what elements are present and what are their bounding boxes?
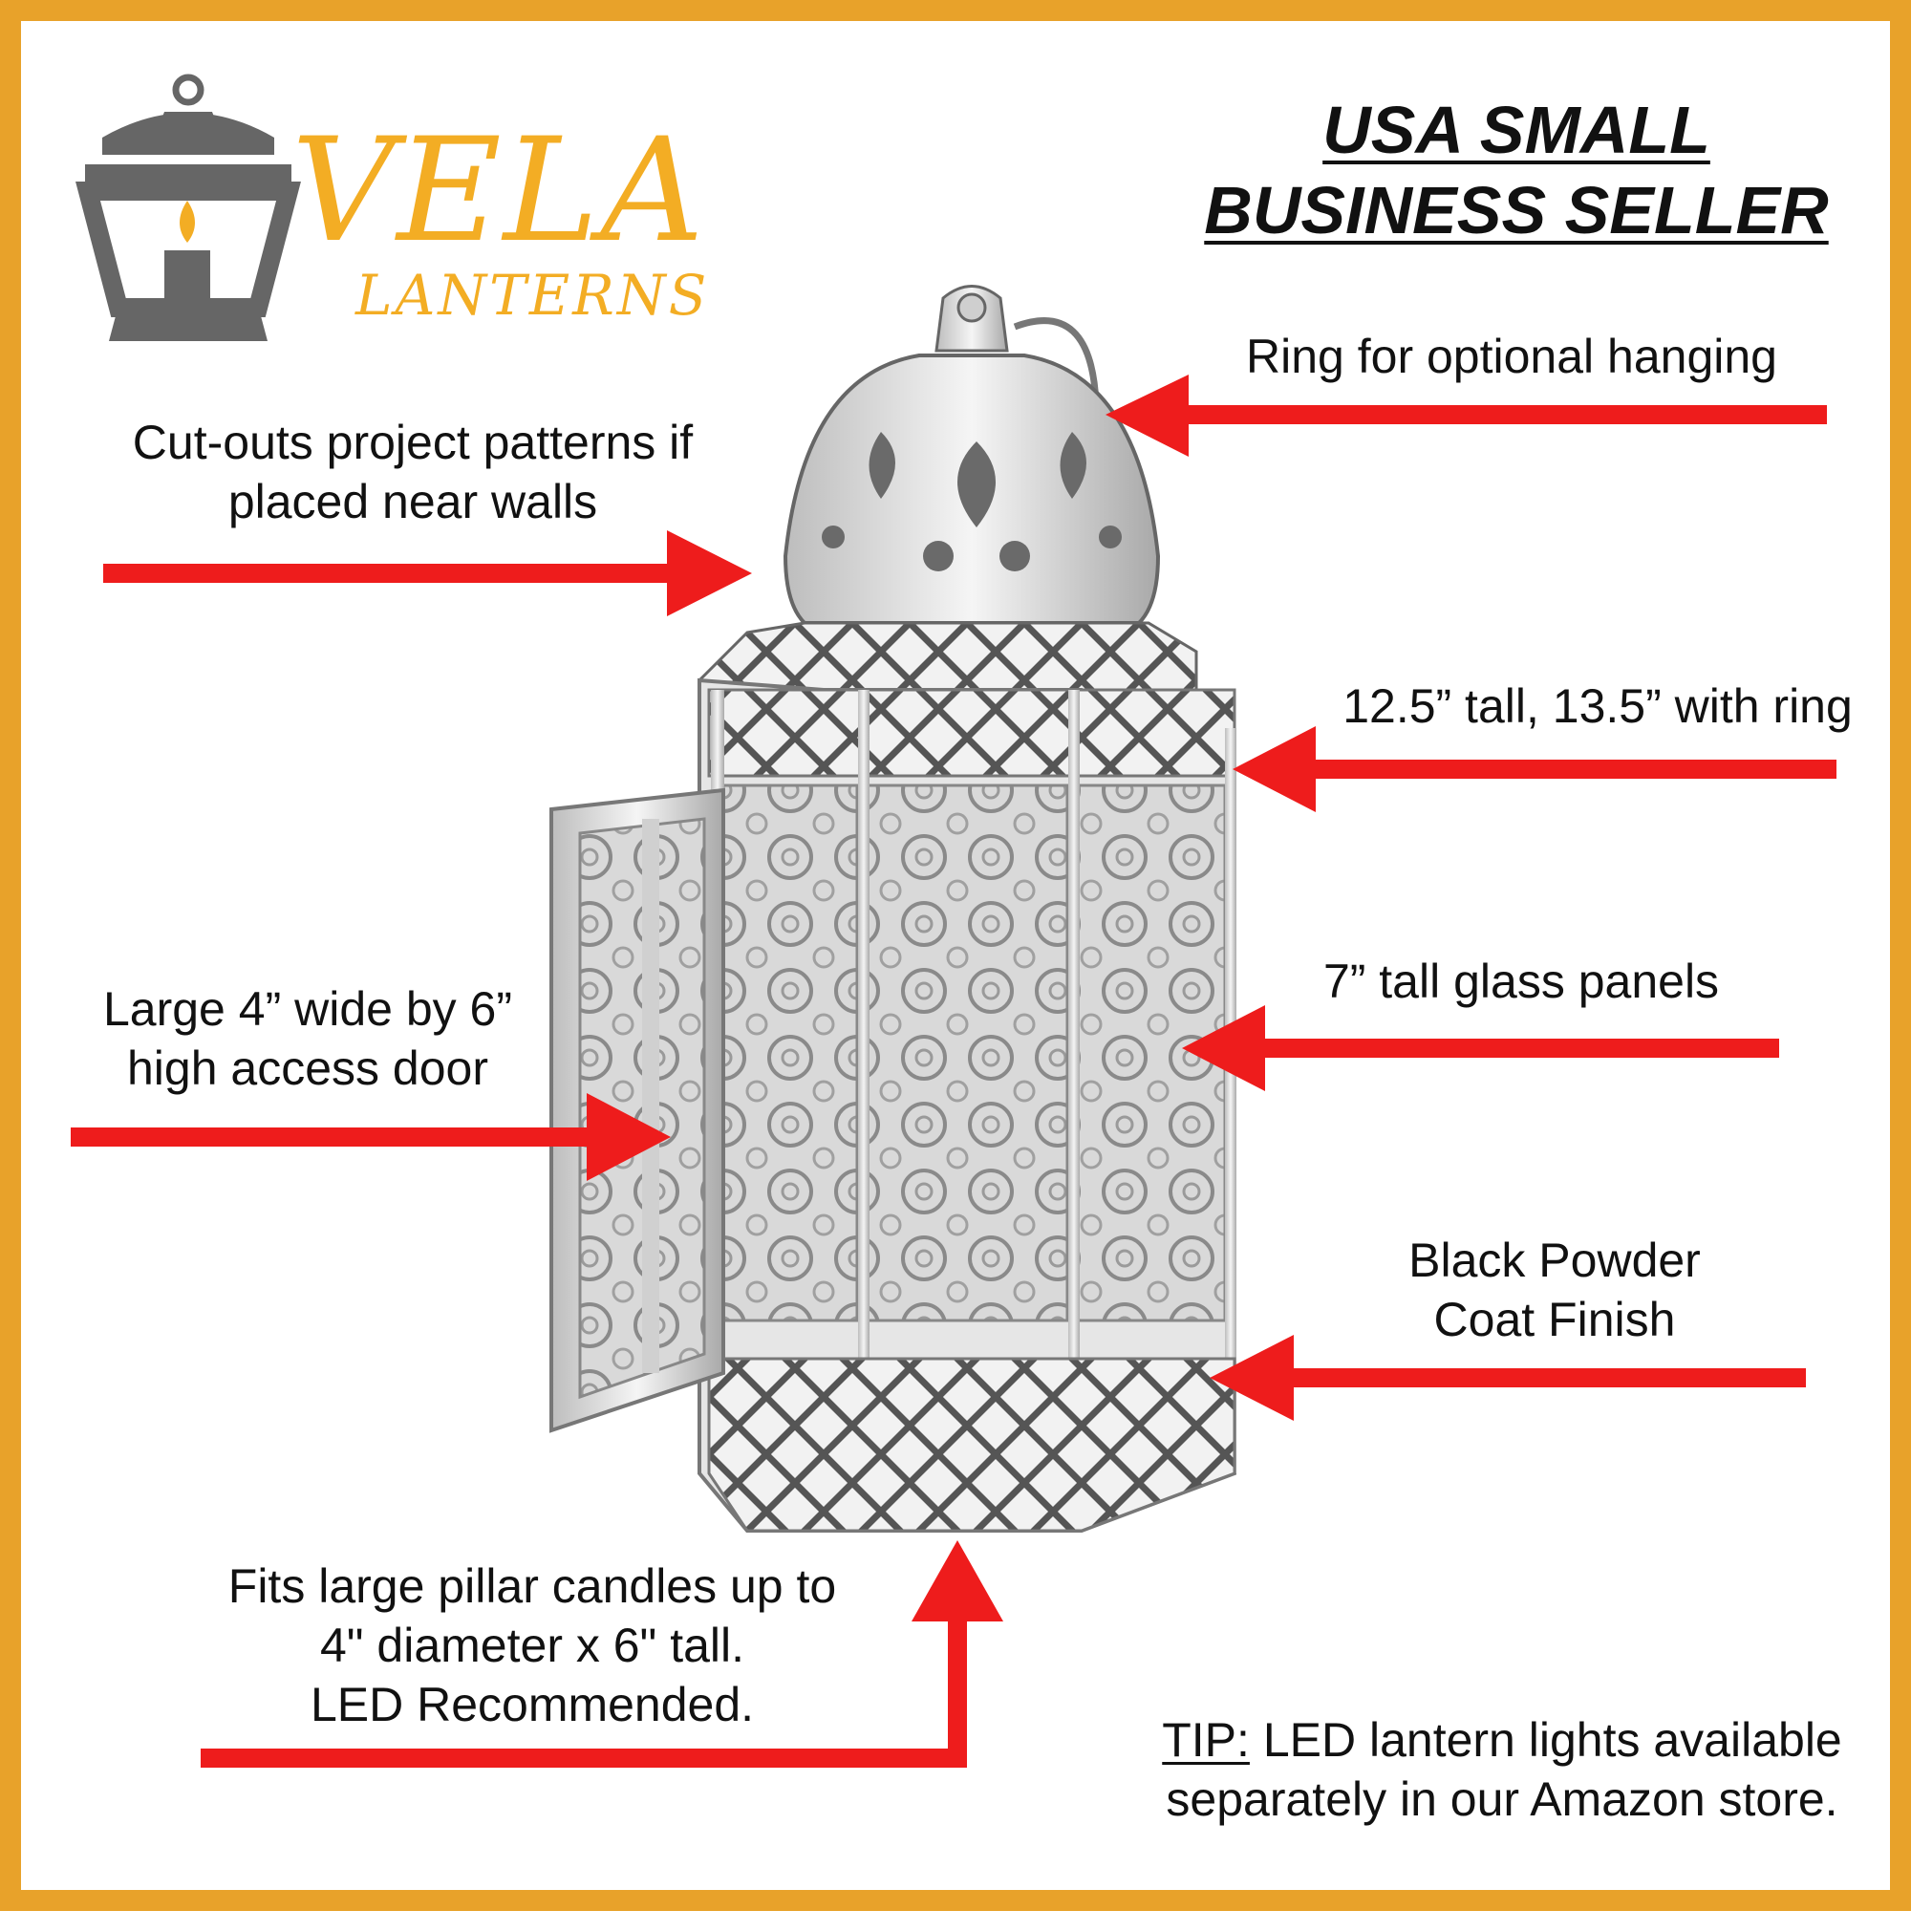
callout-door: Large 4” wide by 6” high access door — [50, 979, 566, 1098]
arrow-height — [1233, 726, 1836, 812]
graphics-layer — [71, 74, 1836, 1768]
tip-note: TIP: LED lantern lights available separa… — [1120, 1710, 1884, 1829]
callout-candles-line1: Fits large pillar candles up to — [227, 1559, 837, 1613]
tip-label: TIP: — [1162, 1713, 1250, 1767]
arrow-candles — [201, 1540, 1003, 1768]
arrow-cutouts — [103, 530, 752, 616]
callout-ring: Ring for optional hanging — [1246, 330, 1777, 383]
callout-finish-line1: Black Powder — [1408, 1234, 1701, 1287]
brand-subtitle: LANTERNS — [355, 263, 710, 328]
callout-finish-line2: Coat Finish — [1433, 1293, 1676, 1346]
arrow-finish — [1210, 1335, 1806, 1421]
tip-line2: separately in our Amazon store. — [1166, 1772, 1838, 1826]
callout-cutouts-line1: Cut-outs project patterns if — [132, 416, 694, 469]
brand-name: VELA — [291, 108, 706, 274]
callout-glass: 7” tall glass panels — [1322, 955, 1720, 1008]
callout-candles-line2: 4" diameter x 6" tall. — [319, 1619, 745, 1672]
callout-height: 12.5” tall, 13.5” with ring — [1342, 679, 1853, 733]
seller-badge: USA SMALL BUSINESS SELLER — [1163, 90, 1870, 250]
arrow-glass — [1182, 1005, 1779, 1091]
arrow-ring — [1106, 375, 1827, 457]
callout-door-line2: high access door — [126, 1041, 488, 1095]
callout-door-line1: Large 4” wide by 6” — [102, 982, 512, 1036]
callout-candles: Fits large pillar candles up to 4" diame… — [155, 1556, 910, 1734]
callout-cutouts: Cut-outs project patterns if placed near… — [78, 413, 747, 531]
seller-line-1: USA SMALL — [1322, 93, 1710, 167]
arrow-door — [71, 1093, 671, 1181]
callout-candles-line3: LED Recommended. — [310, 1678, 755, 1731]
seller-line-2: BUSINESS SELLER — [1204, 173, 1829, 247]
arrow-icon — [71, 375, 1836, 1768]
tip-line1: LED lantern lights available — [1249, 1713, 1842, 1767]
lantern-logo-icon — [75, 74, 301, 341]
callout-finish: Black Powder Coat Finish — [1340, 1231, 1770, 1349]
callout-cutouts-line2: placed near walls — [227, 475, 598, 528]
